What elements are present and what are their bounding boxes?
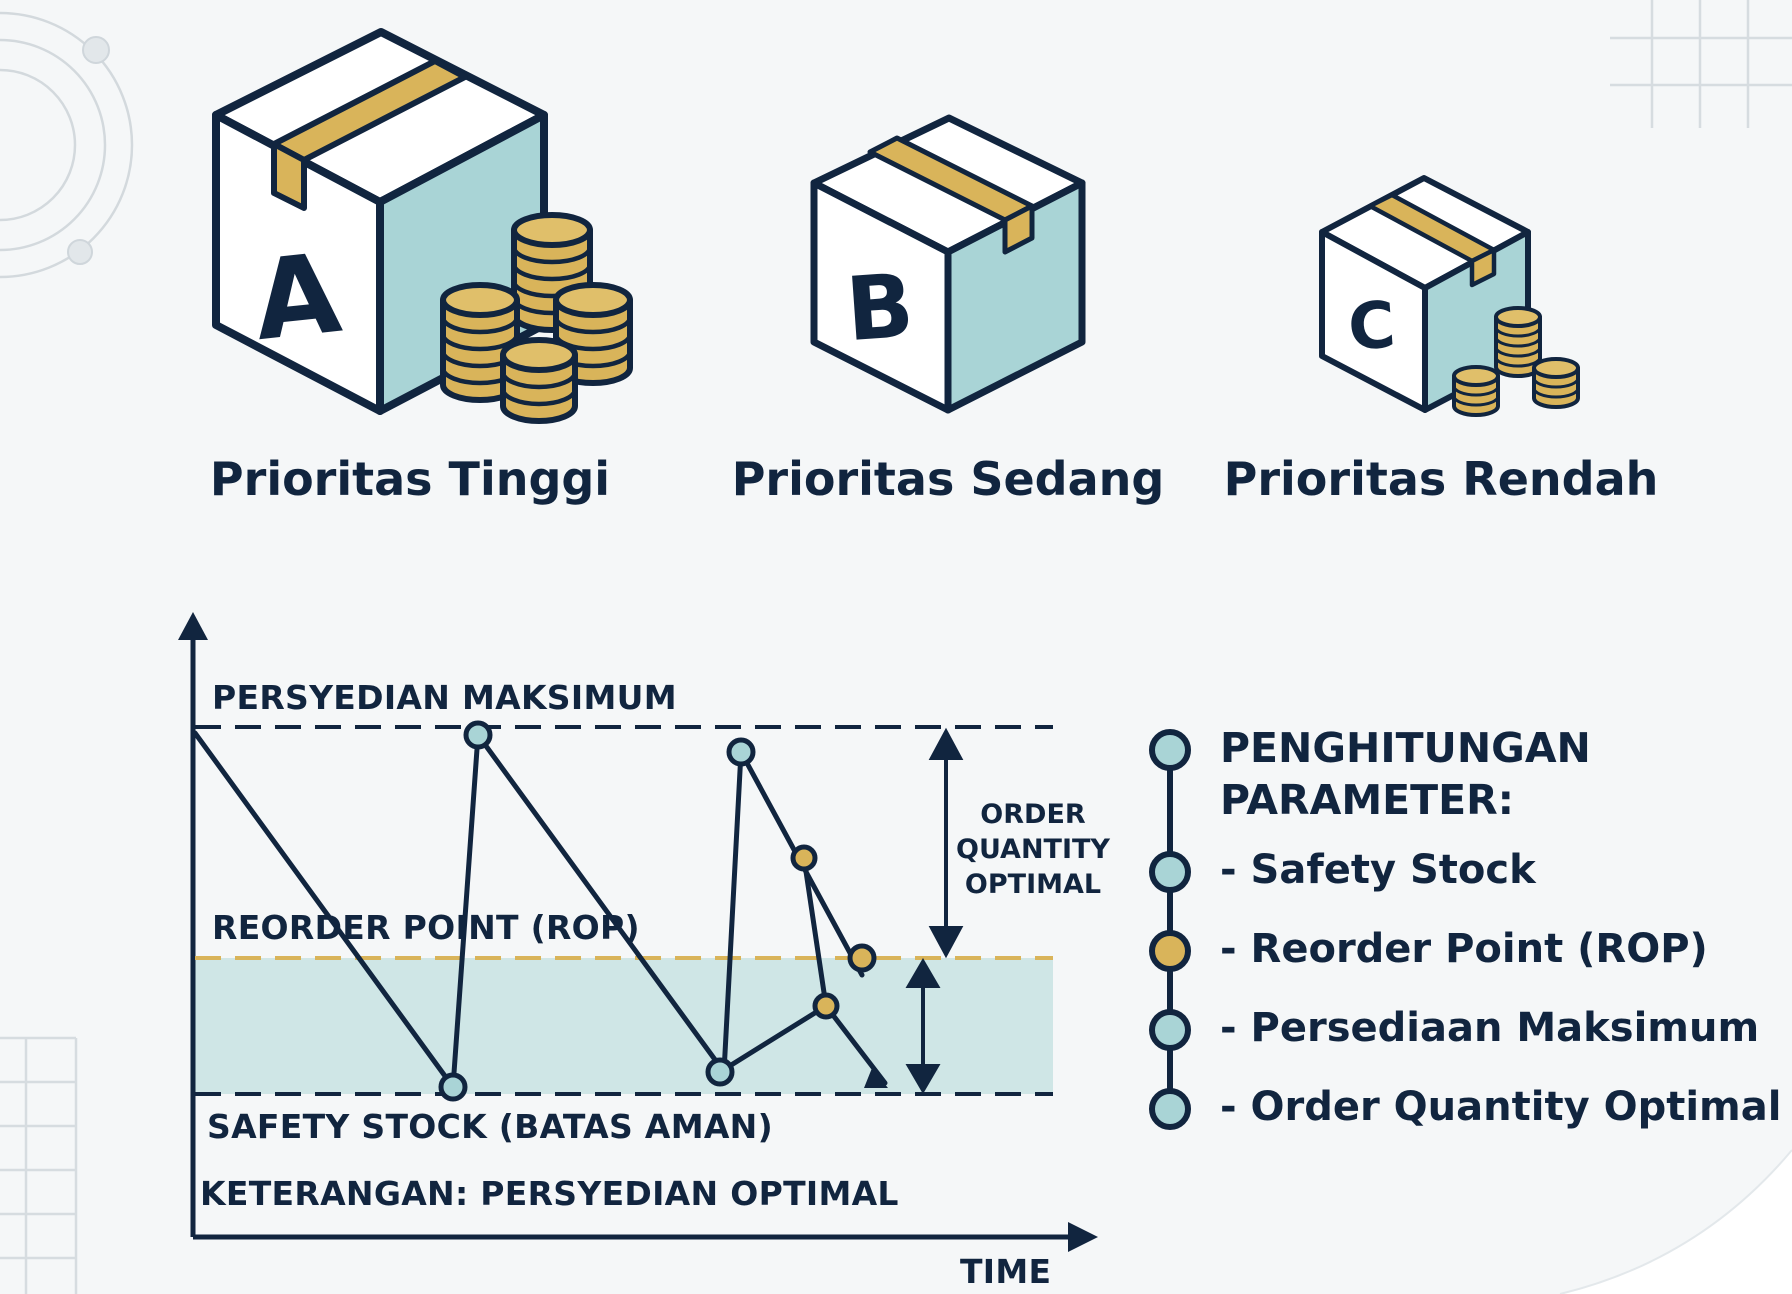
order-quantity-arrow-top-icon [928, 727, 964, 760]
box-b-icon: B [810, 114, 1086, 414]
x-axis-arrow-icon [1068, 1222, 1098, 1252]
legend-title-line-2: PARAMETER: [1220, 776, 1515, 824]
rop-marker [812, 992, 840, 1020]
order-quantity-arrow-bottom-icon [928, 926, 964, 959]
box-b-letter: B [843, 254, 917, 361]
y-axis-arrow-icon [178, 612, 208, 640]
priority-label-high: Prioritas Tinggi [209, 452, 611, 506]
legend-marker-rop [1149, 930, 1191, 972]
max-marker [726, 737, 756, 767]
legend-item-safety-stock: - Safety Stock [1220, 847, 1536, 893]
box-c-icon: C [1319, 175, 1580, 417]
safety-marker [438, 1072, 468, 1102]
order-quantity-line-2: QUANTITY [956, 834, 1110, 865]
coin-stacks-small-icon [1452, 306, 1580, 417]
legend-item-reorder-point: - Reorder Point (ROP) [1220, 926, 1708, 972]
rop-marker [847, 943, 877, 973]
reorder-point-label: REORDER POINT (ROP) [212, 908, 640, 947]
legend-timeline [1149, 729, 1191, 1130]
order-quantity-line-1: ORDER [980, 799, 1086, 830]
legend-marker-title [1149, 729, 1191, 771]
safety-range-arrow-bottom-icon [905, 1064, 941, 1094]
legend-marker-safety [1149, 851, 1191, 893]
legend-title-line-1: PENGHITUNGAN [1220, 724, 1591, 772]
chart-note-label: KETERANGAN: PERSYEDIAN OPTIMAL [200, 1174, 899, 1213]
coin-stacks-large-icon [440, 212, 633, 424]
legend-item-order-quantity: - Order Quantity Optimal [1220, 1084, 1782, 1130]
max-inventory-label: PERSYEDIAN MAKSIMUM [212, 678, 677, 717]
box-a-icon: A [212, 28, 633, 424]
legend-marker-order-qty [1149, 1088, 1191, 1130]
safety-range-arrow-top-icon [905, 958, 941, 988]
coin-stack-icon [1532, 357, 1580, 409]
priority-label-low: Prioritas Rendah [1223, 452, 1659, 506]
safety-marker [705, 1057, 735, 1087]
max-marker [463, 720, 493, 750]
rop-marker [790, 844, 818, 872]
box-a-letter: A [248, 229, 346, 365]
time-axis-label: TIME [960, 1252, 1052, 1291]
legend-marker-max [1149, 1009, 1191, 1051]
order-quantity-label: ORDER QUANTITY OPTIMAL [943, 797, 1123, 902]
legend-item-max-inventory: - Persediaan Maksimum [1220, 1005, 1760, 1051]
coin-stack-icon [1452, 365, 1500, 417]
box-c-letter: C [1346, 288, 1398, 365]
coin-stack-icon [500, 337, 578, 424]
down-arrowhead-icon [864, 1068, 888, 1088]
priority-label-medium: Prioritas Sedang [731, 452, 1165, 506]
legend-title: PENGHITUNGAN PARAMETER: [1220, 722, 1591, 826]
order-quantity-line-3: OPTIMAL [964, 869, 1102, 900]
safety-stock-label: SAFETY STOCK (BATAS AMAN) [207, 1107, 773, 1146]
